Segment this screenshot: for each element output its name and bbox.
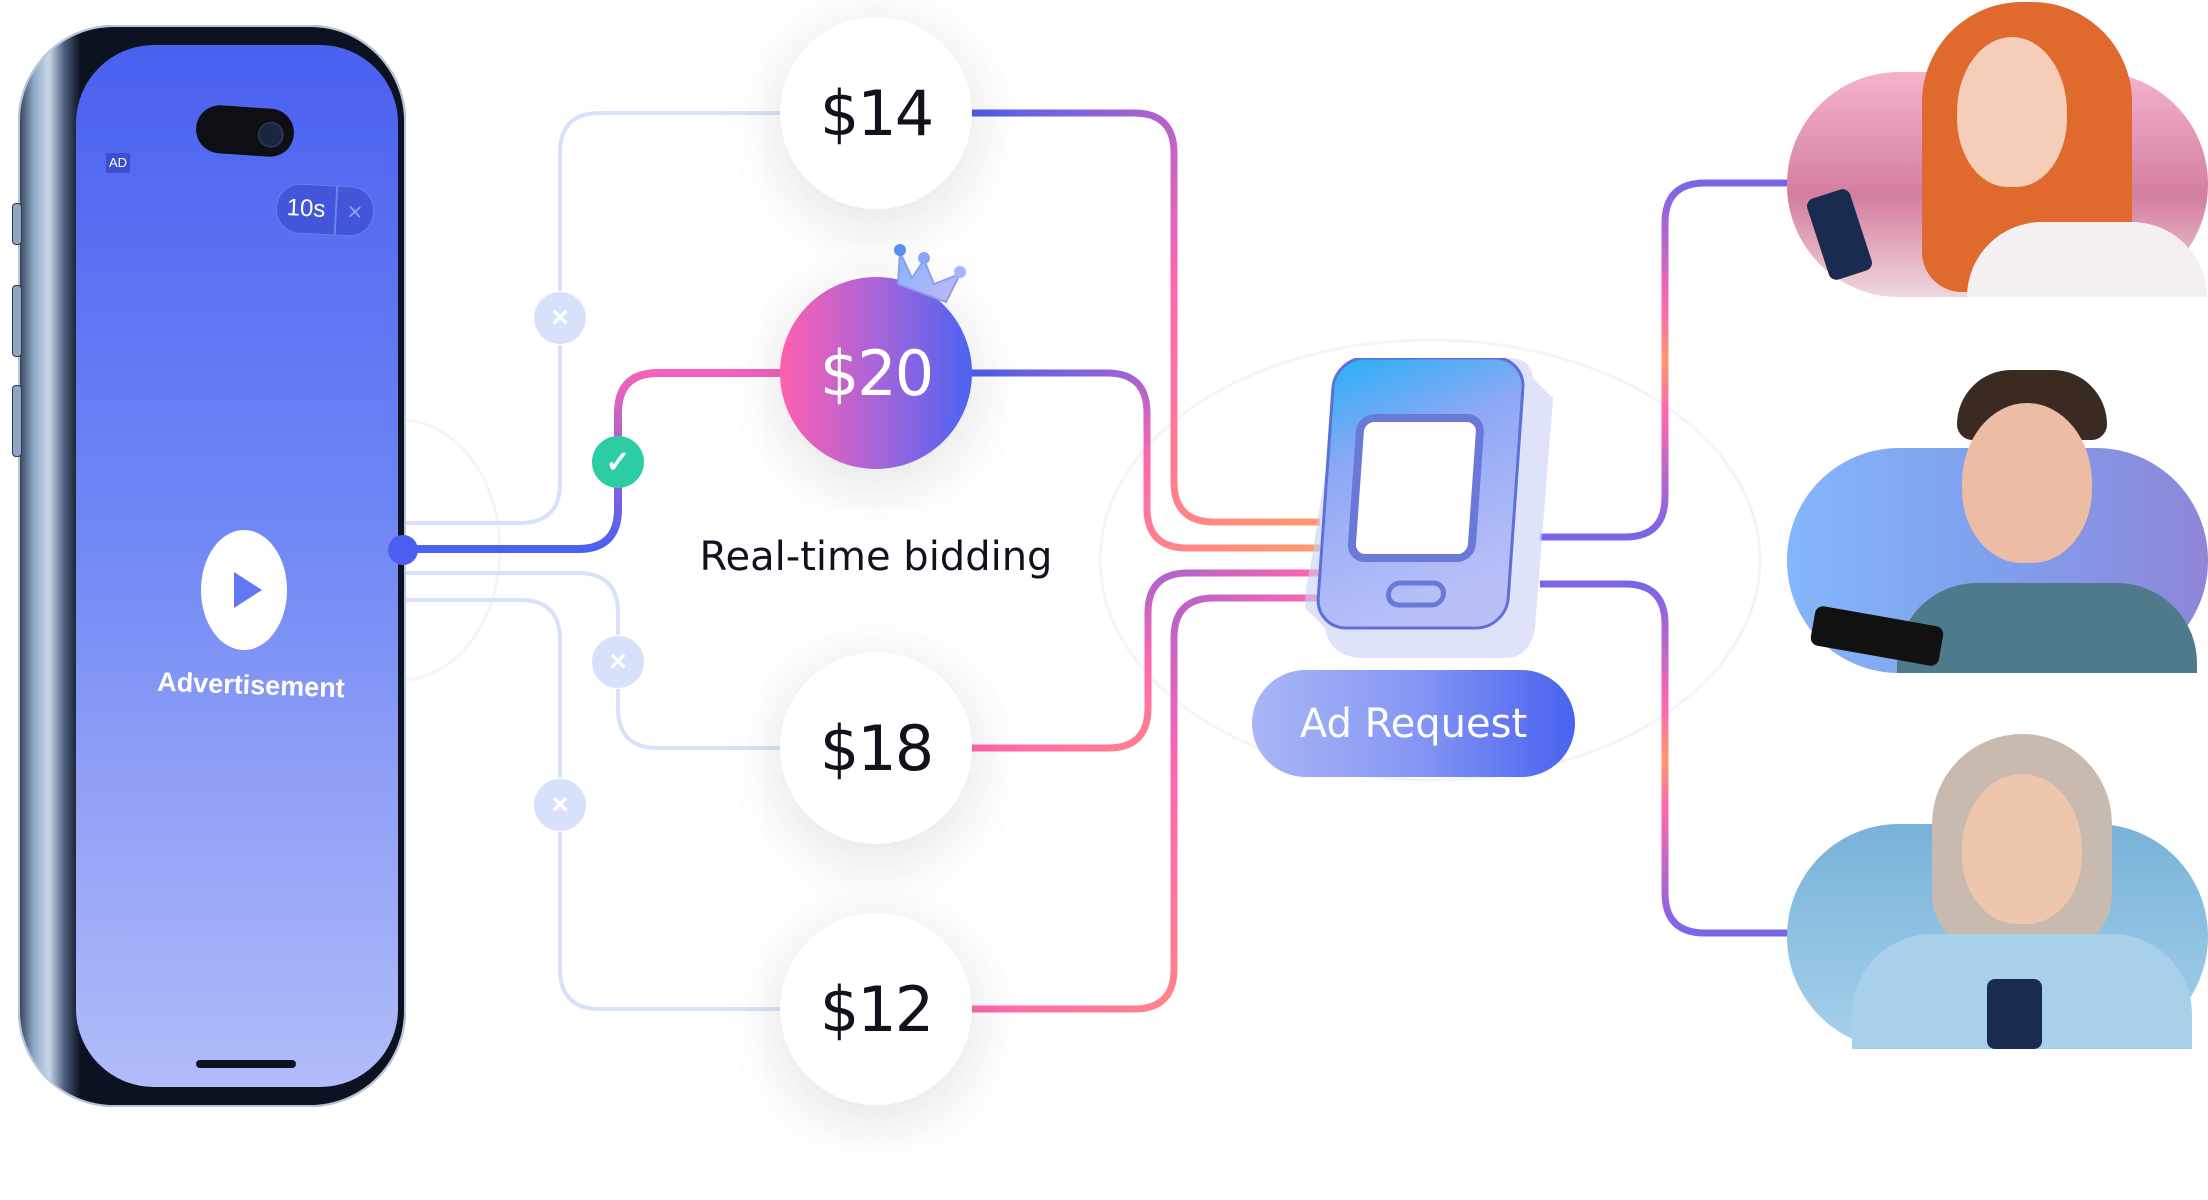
phone-screen: AD 10s × Advertisement: [76, 45, 398, 1087]
advertisement-label: Advertisement: [156, 666, 346, 704]
real-time-bidding-label: Real-time bidding: [699, 534, 1053, 580]
wire-audience-bottom: [1540, 580, 1790, 937]
wire-bid-18-right: [970, 569, 1320, 752]
phone-volume-down: [12, 385, 22, 457]
wire-bid-14-right: [970, 109, 1320, 526]
face: [1962, 774, 2082, 924]
wire-bid-18-left: [405, 571, 790, 750]
phone-volume-up: [12, 285, 22, 357]
close-icon[interactable]: ×: [346, 196, 364, 227]
phone-side-button: [12, 203, 22, 245]
young-man-gaming-portrait: [1787, 370, 2208, 673]
bid-circle: $12: [780, 913, 972, 1105]
wire-bid-20-right: [970, 369, 1320, 552]
skip-timer: 10s: [275, 183, 339, 235]
skip-ad-control[interactable]: 10s ×: [274, 182, 376, 238]
face: [1962, 403, 2092, 563]
play-icon: [234, 572, 262, 608]
play-button[interactable]: [201, 530, 287, 650]
held-phone: [1987, 979, 2042, 1049]
woman-with-red-hair-portrait: [1787, 2, 2208, 297]
camera-icon: [256, 120, 285, 149]
shirt: [1967, 222, 2207, 297]
dynamic-island: [194, 103, 296, 159]
glass-phone-icon: [1305, 358, 1553, 658]
wire-bid-12-right: [970, 594, 1320, 1013]
rejected-icon: ×: [534, 292, 586, 344]
bid-circle: $18: [780, 652, 972, 844]
wire-bid-12-left: [405, 598, 790, 1011]
wire-audience-top: [1540, 179, 1790, 541]
bid-circle: $14: [780, 17, 972, 209]
shirt: [1897, 583, 2197, 673]
wire-bid-14-left: [405, 111, 790, 525]
face: [1957, 37, 2067, 187]
connection-node: [388, 535, 418, 565]
winning-bid-circle: $20: [780, 277, 972, 469]
rejected-icon: ×: [592, 636, 644, 688]
older-woman-portrait: [1787, 734, 2208, 1049]
rejected-icon: ×: [534, 779, 586, 831]
ad-badge: AD: [106, 153, 130, 173]
ad-request-button[interactable]: Ad Request: [1252, 670, 1575, 777]
smartphone: AD 10s × Advertisement: [12, 25, 406, 1107]
check-icon: ✓: [592, 436, 644, 488]
home-indicator: [196, 1060, 296, 1068]
crown-icon: [894, 244, 966, 304]
